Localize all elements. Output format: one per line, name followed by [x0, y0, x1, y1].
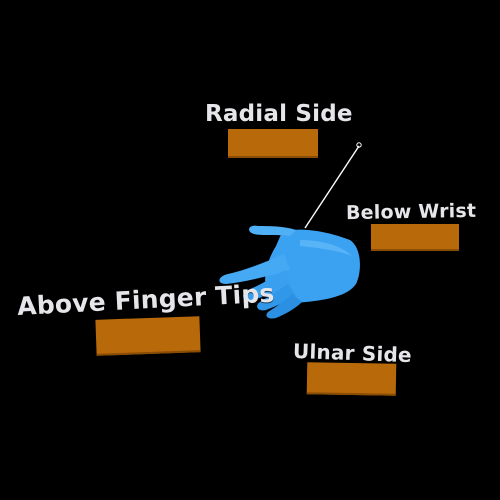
- ulnar-side-plate[interactable]: [306, 362, 397, 396]
- radial-side-label: Radial Side: [205, 101, 353, 127]
- below-wrist-plate[interactable]: [371, 224, 459, 251]
- pointer-ray-icon: [304, 145, 360, 229]
- below-wrist-label: Below Wrist: [345, 199, 477, 225]
- cursor-ring-icon[interactable]: [356, 142, 362, 148]
- radial-side-plate[interactable]: [228, 129, 318, 158]
- above-finger-tips-plate[interactable]: [95, 316, 201, 356]
- hand-icon[interactable]: [219, 225, 360, 319]
